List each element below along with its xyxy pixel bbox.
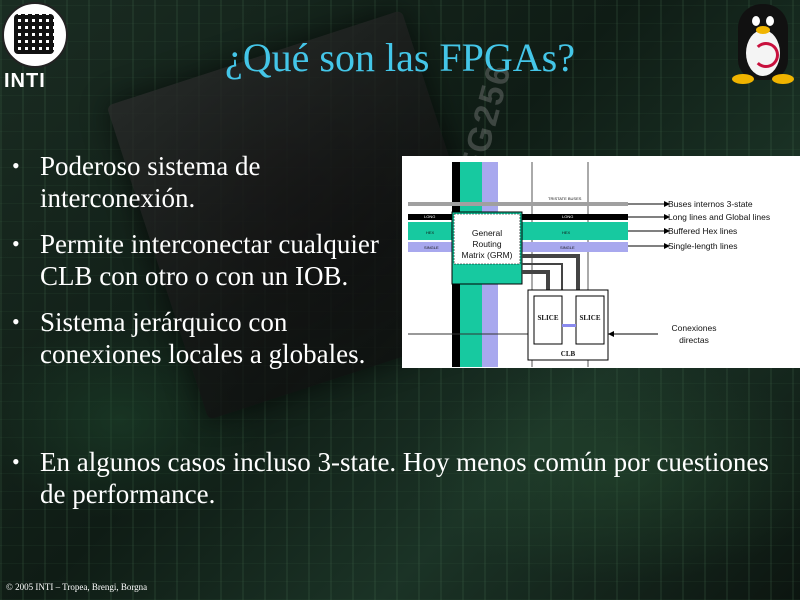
slice-label-left: SLICE — [537, 314, 558, 322]
inti-logo-text: INTI — [4, 70, 46, 92]
grm-label-line1: General — [472, 228, 502, 238]
bullet-text: Sistema jerárquico con conexiones locale… — [40, 307, 366, 369]
bullet-text: Permite interconectar cualquier CLB con … — [40, 229, 379, 291]
clb-label: CLB — [561, 350, 576, 358]
inti-logo-circle — [2, 2, 68, 68]
grm-label-line2: Routing — [472, 239, 502, 249]
grm-label-area — [453, 213, 521, 265]
inti-logo: INTI — [0, 0, 70, 95]
legend-arrowhead — [664, 214, 670, 220]
direct-connection-arrowhead — [608, 331, 614, 337]
routing-diagram: LONG LONG HEX HEX SINGLE SINGLE TRISTATE… — [402, 156, 800, 368]
bullet-icon: • — [12, 231, 20, 256]
bullet-text: En algunos casos incluso 3-state. Hoy me… — [40, 447, 769, 509]
legend-single: Single-length lines — [668, 241, 737, 251]
tristate-bus-line — [408, 202, 628, 206]
grm-clb-connection — [522, 254, 580, 290]
legend-hex: Buffered Hex lines — [668, 226, 737, 236]
row-label-hex: HEX — [426, 230, 435, 235]
slice-interconnect — [562, 324, 576, 327]
tux-debian-icon — [726, 0, 800, 88]
row-label-single: SINGLE — [424, 245, 439, 250]
row-label-hex-right: HEX — [562, 230, 571, 235]
inti-logo-grid-icon — [14, 14, 54, 54]
direct-label-line1: Conexiones — [672, 323, 717, 333]
grm-label-line3: Matrix (GRM) — [462, 250, 513, 260]
slice-box-left — [533, 295, 563, 345]
legend-arrowhead — [664, 228, 670, 234]
row-label-long-right: LONG — [562, 214, 573, 219]
grm-clb-connection — [522, 263, 563, 290]
legend-arrowhead — [664, 201, 670, 207]
legend-arrowhead — [664, 243, 670, 249]
bullet-list-top: • Poderoso sistema de interconexión. • Per… — [6, 150, 406, 384]
bullet-text: Poderoso sistema de interconexión. — [40, 151, 261, 213]
slice-label-right: SLICE — [579, 314, 600, 322]
routing-diagram-svg: LONG LONG HEX HEX SINGLE SINGLE TRISTATE… — [408, 162, 770, 367]
legend-long: Long lines and Global lines — [668, 212, 770, 222]
bullet-icon: • — [12, 449, 20, 474]
bullet-item: • Sistema jerárquico con conexiones local… — [6, 306, 406, 370]
grm-clb-connection — [522, 270, 550, 290]
bullet-item: • Poderoso sistema de interconexión. — [6, 150, 406, 214]
row-label-single-right: SINGLE — [560, 245, 575, 250]
legend-tristate: Buses internos 3-state — [668, 199, 753, 209]
bullet-list-bottom: • En algunos casos incluso 3-state. Hoy m… — [6, 446, 786, 524]
slice-box-right — [575, 295, 605, 345]
row-label-tristate: TRISTATE BUSES — [548, 196, 582, 201]
bullet-icon: • — [12, 309, 20, 334]
slide-title: ¿Qué son las FPGAs? — [225, 35, 575, 80]
footer-credits: © 2005 INTI – Tropea, Brengi, Borgna — [6, 582, 148, 592]
bullet-item: • Permite interconectar cualquier CLB con… — [6, 228, 406, 292]
direct-label-line2: directas — [679, 335, 709, 345]
row-label-long: LONG — [424, 214, 435, 219]
bullet-icon: • — [12, 153, 20, 178]
bullet-item: • En algunos casos incluso 3-state. Hoy m… — [6, 446, 786, 510]
